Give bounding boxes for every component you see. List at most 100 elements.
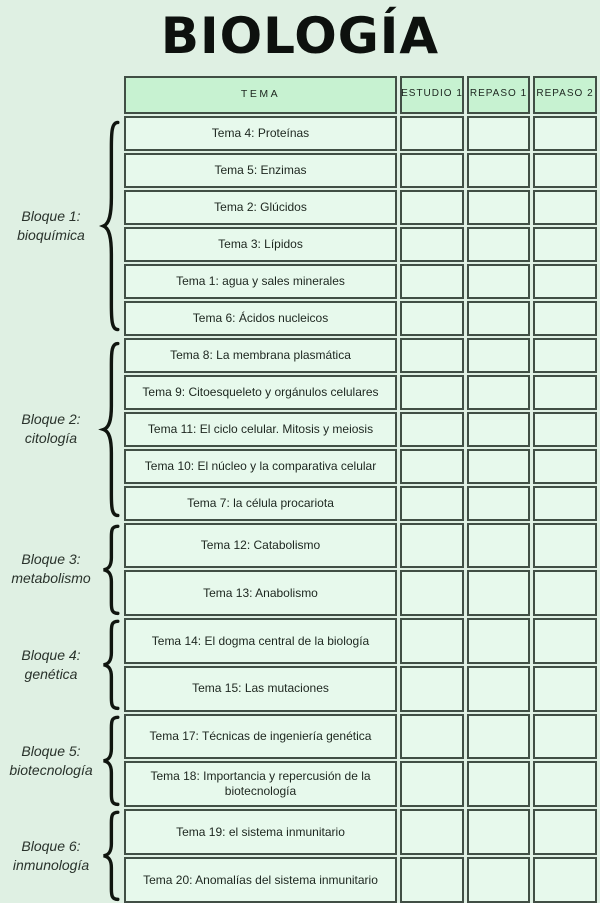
check-cell-repaso-2[interactable] (533, 227, 597, 262)
check-cell-estudio-1[interactable] (400, 116, 464, 151)
check-cell-repaso-1[interactable] (467, 618, 530, 664)
check-cell-repaso-2[interactable] (533, 761, 597, 807)
check-cell-estudio-1[interactable] (400, 809, 464, 855)
check-cell-estudio-1[interactable] (400, 449, 464, 484)
check-cell-repaso-2[interactable] (533, 190, 597, 225)
check-cell-repaso-2[interactable] (533, 570, 597, 616)
check-cell-repaso-1[interactable] (467, 264, 530, 299)
check-cell-repaso-1[interactable] (467, 809, 530, 855)
check-cell-repaso-1[interactable] (467, 227, 530, 262)
group-label-line: bioquímica (17, 226, 85, 245)
group-brace-icon (99, 523, 121, 617)
check-cell-repaso-1[interactable] (467, 412, 530, 447)
group-label-bloque-5: Bloque 5:biotecnología (6, 714, 96, 808)
check-cell-estudio-1[interactable] (400, 227, 464, 262)
check-cell-repaso-1[interactable] (467, 523, 530, 569)
check-cell-estudio-1[interactable] (400, 570, 464, 616)
check-cell-repaso-2[interactable] (533, 666, 597, 712)
group-label-line: Bloque 1: (21, 207, 80, 226)
tracker-table: TEMA ESTUDIO 1 REPASO 1 REPASO 2 Bloque … (6, 76, 600, 903)
group-label-line: biotecnología (9, 761, 92, 780)
column-header-repaso-2: REPASO 2 (533, 76, 597, 114)
group-brace-icon (99, 116, 121, 336)
group-label-line: Bloque 4: (21, 646, 80, 665)
check-cell-repaso-2[interactable] (533, 523, 597, 569)
check-cell-repaso-2[interactable] (533, 153, 597, 188)
topic-cell: Tema 6: Ácidos nucleicos (124, 301, 397, 336)
check-cell-repaso-2[interactable] (533, 116, 597, 151)
topic-cell: Tema 19: el sistema inmunitario (124, 809, 397, 855)
check-cell-repaso-2[interactable] (533, 338, 597, 373)
check-cell-estudio-1[interactable] (400, 338, 464, 373)
group-brace-icon (99, 618, 121, 712)
group-label-line: Bloque 3: (21, 550, 80, 569)
check-cell-estudio-1[interactable] (400, 412, 464, 447)
check-cell-repaso-1[interactable] (467, 375, 530, 410)
group-brace-icon (99, 809, 121, 903)
check-cell-repaso-1[interactable] (467, 190, 530, 225)
topic-cell: Tema 12: Catabolismo (124, 523, 397, 569)
group-label-bloque-6: Bloque 6:inmunología (6, 809, 96, 903)
check-cell-estudio-1[interactable] (400, 666, 464, 712)
page-title: BIOLOGÍA (0, 8, 600, 66)
check-cell-repaso-2[interactable] (533, 486, 597, 521)
group-label-line: metabolismo (11, 569, 90, 588)
check-cell-repaso-1[interactable] (467, 486, 530, 521)
group-brace-icon (99, 714, 121, 808)
group-brace-icon (99, 338, 121, 521)
check-cell-estudio-1[interactable] (400, 857, 464, 903)
column-header-repaso-1: REPASO 1 (467, 76, 530, 114)
check-cell-repaso-1[interactable] (467, 761, 530, 807)
check-cell-estudio-1[interactable] (400, 618, 464, 664)
group-label-bloque-2: Bloque 2:citología (6, 338, 96, 521)
group-label-line: genética (25, 665, 78, 684)
check-cell-repaso-1[interactable] (467, 449, 530, 484)
check-cell-estudio-1[interactable] (400, 486, 464, 521)
check-cell-repaso-1[interactable] (467, 570, 530, 616)
check-cell-estudio-1[interactable] (400, 714, 464, 759)
topic-cell: Tema 3: Lípidos (124, 227, 397, 262)
topic-cell: Tema 2: Glúcidos (124, 190, 397, 225)
check-cell-repaso-2[interactable] (533, 809, 597, 855)
topic-cell: Tema 13: Anabolismo (124, 570, 397, 616)
check-cell-repaso-1[interactable] (467, 153, 530, 188)
check-cell-repaso-2[interactable] (533, 412, 597, 447)
group-label-line: Bloque 5: (21, 742, 80, 761)
check-cell-estudio-1[interactable] (400, 264, 464, 299)
topic-cell: Tema 18: Importancia y repercusión de la… (124, 761, 397, 807)
topic-cell: Tema 10: El núcleo y la comparativa celu… (124, 449, 397, 484)
group-label-bloque-4: Bloque 4:genética (6, 618, 96, 712)
group-label-line: Bloque 2: (21, 410, 80, 429)
check-cell-repaso-1[interactable] (467, 338, 530, 373)
group-label-bloque-3: Bloque 3:metabolismo (6, 523, 96, 617)
check-cell-estudio-1[interactable] (400, 523, 464, 569)
group-label-line: citología (25, 429, 77, 448)
check-cell-repaso-2[interactable] (533, 618, 597, 664)
check-cell-estudio-1[interactable] (400, 761, 464, 807)
check-cell-repaso-2[interactable] (533, 375, 597, 410)
check-cell-repaso-2[interactable] (533, 264, 597, 299)
check-cell-estudio-1[interactable] (400, 301, 464, 336)
check-cell-repaso-1[interactable] (467, 116, 530, 151)
topic-cell: Tema 7: la célula procariota (124, 486, 397, 521)
group-label-line: inmunología (13, 856, 89, 875)
topic-cell: Tema 4: Proteínas (124, 116, 397, 151)
check-cell-estudio-1[interactable] (400, 153, 464, 188)
check-cell-repaso-2[interactable] (533, 449, 597, 484)
check-cell-repaso-1[interactable] (467, 666, 530, 712)
group-label-bloque-1: Bloque 1:bioquímica (6, 116, 96, 336)
check-cell-repaso-2[interactable] (533, 714, 597, 759)
check-cell-repaso-1[interactable] (467, 301, 530, 336)
topic-cell: Tema 14: El dogma central de la biología (124, 618, 397, 664)
check-cell-repaso-2[interactable] (533, 301, 597, 336)
check-cell-repaso-2[interactable] (533, 857, 597, 903)
topic-cell: Tema 9: Citoesqueleto y orgánulos celula… (124, 375, 397, 410)
check-cell-estudio-1[interactable] (400, 190, 464, 225)
column-header-tema: TEMA (124, 76, 397, 114)
check-cell-repaso-1[interactable] (467, 714, 530, 759)
check-cell-estudio-1[interactable] (400, 375, 464, 410)
study-tracker-sheet: BIOLOGÍA TEMA ESTUDIO 1 REPASO 1 REPASO … (0, 8, 600, 903)
group-label-line: Bloque 6: (21, 837, 80, 856)
topic-cell: Tema 8: La membrana plasmática (124, 338, 397, 373)
check-cell-repaso-1[interactable] (467, 857, 530, 903)
